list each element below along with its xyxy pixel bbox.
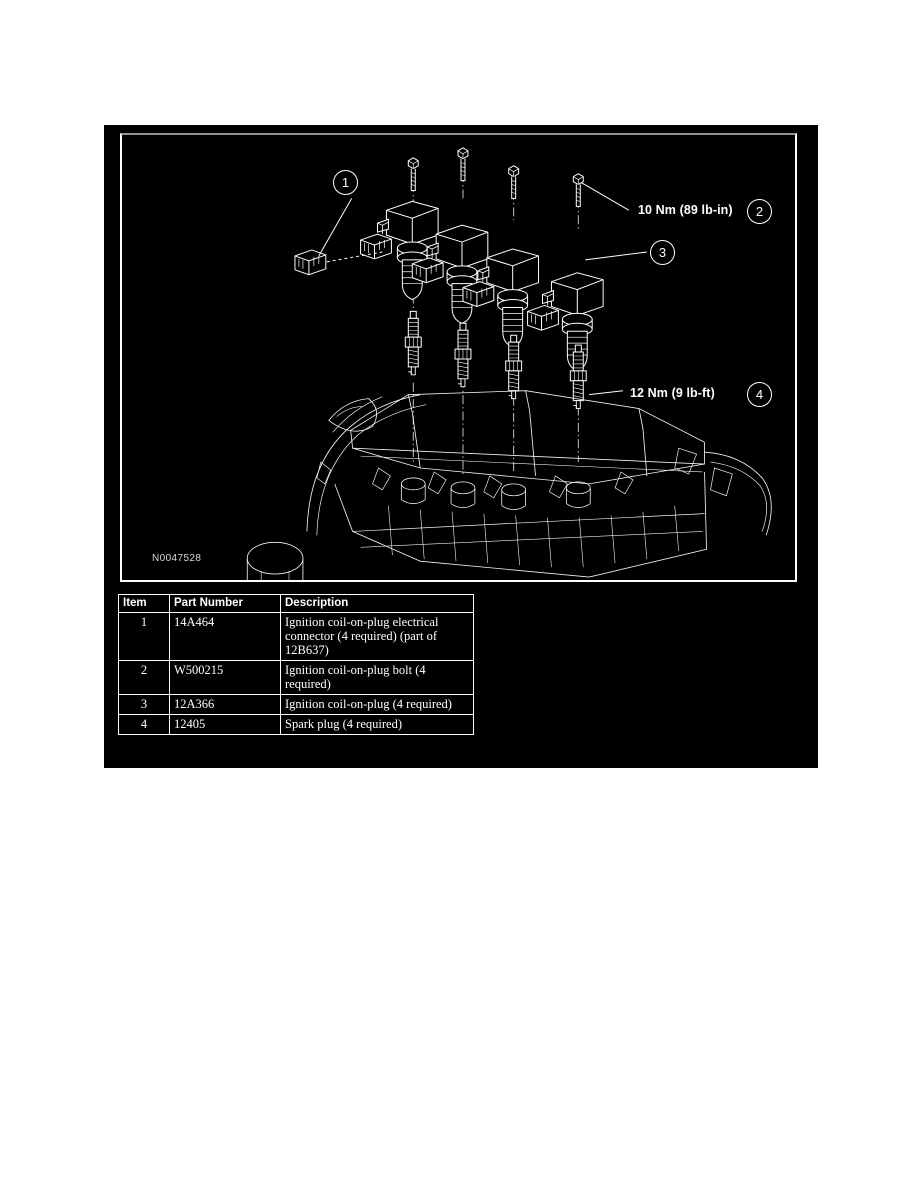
- callout-bubble-1[interactable]: 1: [333, 170, 358, 195]
- drawing-id-label: N0047528: [152, 553, 202, 564]
- cell-item: 4: [118, 714, 170, 736]
- table-row: 4 12405 Spark plug (4 required): [118, 714, 474, 736]
- cell-description: Ignition coil-on-plug (4 required): [280, 694, 474, 716]
- cell-part-number: 12405: [169, 714, 281, 736]
- torque-label-12nm: 12 Nm (9 lb-ft): [630, 386, 715, 400]
- cell-description: Ignition coil-on-plug bolt (4 required): [280, 660, 474, 696]
- callout-bubble-2[interactable]: 2: [747, 199, 772, 224]
- cell-description: Ignition coil-on-plug electrical connect…: [280, 612, 474, 662]
- cell-item: 2: [118, 660, 170, 696]
- parts-table-container: Item Part Number Description 1 14A464 Ig…: [118, 593, 474, 736]
- engine-exploded-view-illustration: [122, 135, 795, 580]
- illustration-frame: 10 Nm (89 lb-in) 12 Nm (9 lb-ft) 1 2 3 4…: [120, 133, 797, 582]
- cell-item: 1: [118, 612, 170, 662]
- cell-part-number: 14A464: [169, 612, 281, 662]
- column-header-part-number: Part Number: [169, 593, 281, 614]
- cell-description: Spark plug (4 required): [280, 714, 474, 736]
- table-row: 1 14A464 Ignition coil-on-plug electrica…: [118, 612, 474, 662]
- cell-item: 3: [118, 694, 170, 716]
- callout-bubble-4[interactable]: 4: [747, 382, 772, 407]
- cell-part-number: W500215: [169, 660, 281, 696]
- callout-bubble-3[interactable]: 3: [650, 240, 675, 265]
- table-row: 2 W500215 Ignition coil-on-plug bolt (4 …: [118, 660, 474, 696]
- parts-table: Item Part Number Description 1 14A464 Ig…: [118, 593, 474, 736]
- column-header-description: Description: [280, 593, 474, 614]
- torque-label-10nm: 10 Nm (89 lb-in): [638, 203, 733, 217]
- table-row: 3 12A366 Ignition coil-on-plug (4 requir…: [118, 694, 474, 716]
- cell-part-number: 12A366: [169, 694, 281, 716]
- figure-panel: 10 Nm (89 lb-in) 12 Nm (9 lb-ft) 1 2 3 4…: [104, 125, 818, 768]
- table-header-row: Item Part Number Description: [118, 593, 474, 614]
- column-header-item: Item: [118, 593, 170, 614]
